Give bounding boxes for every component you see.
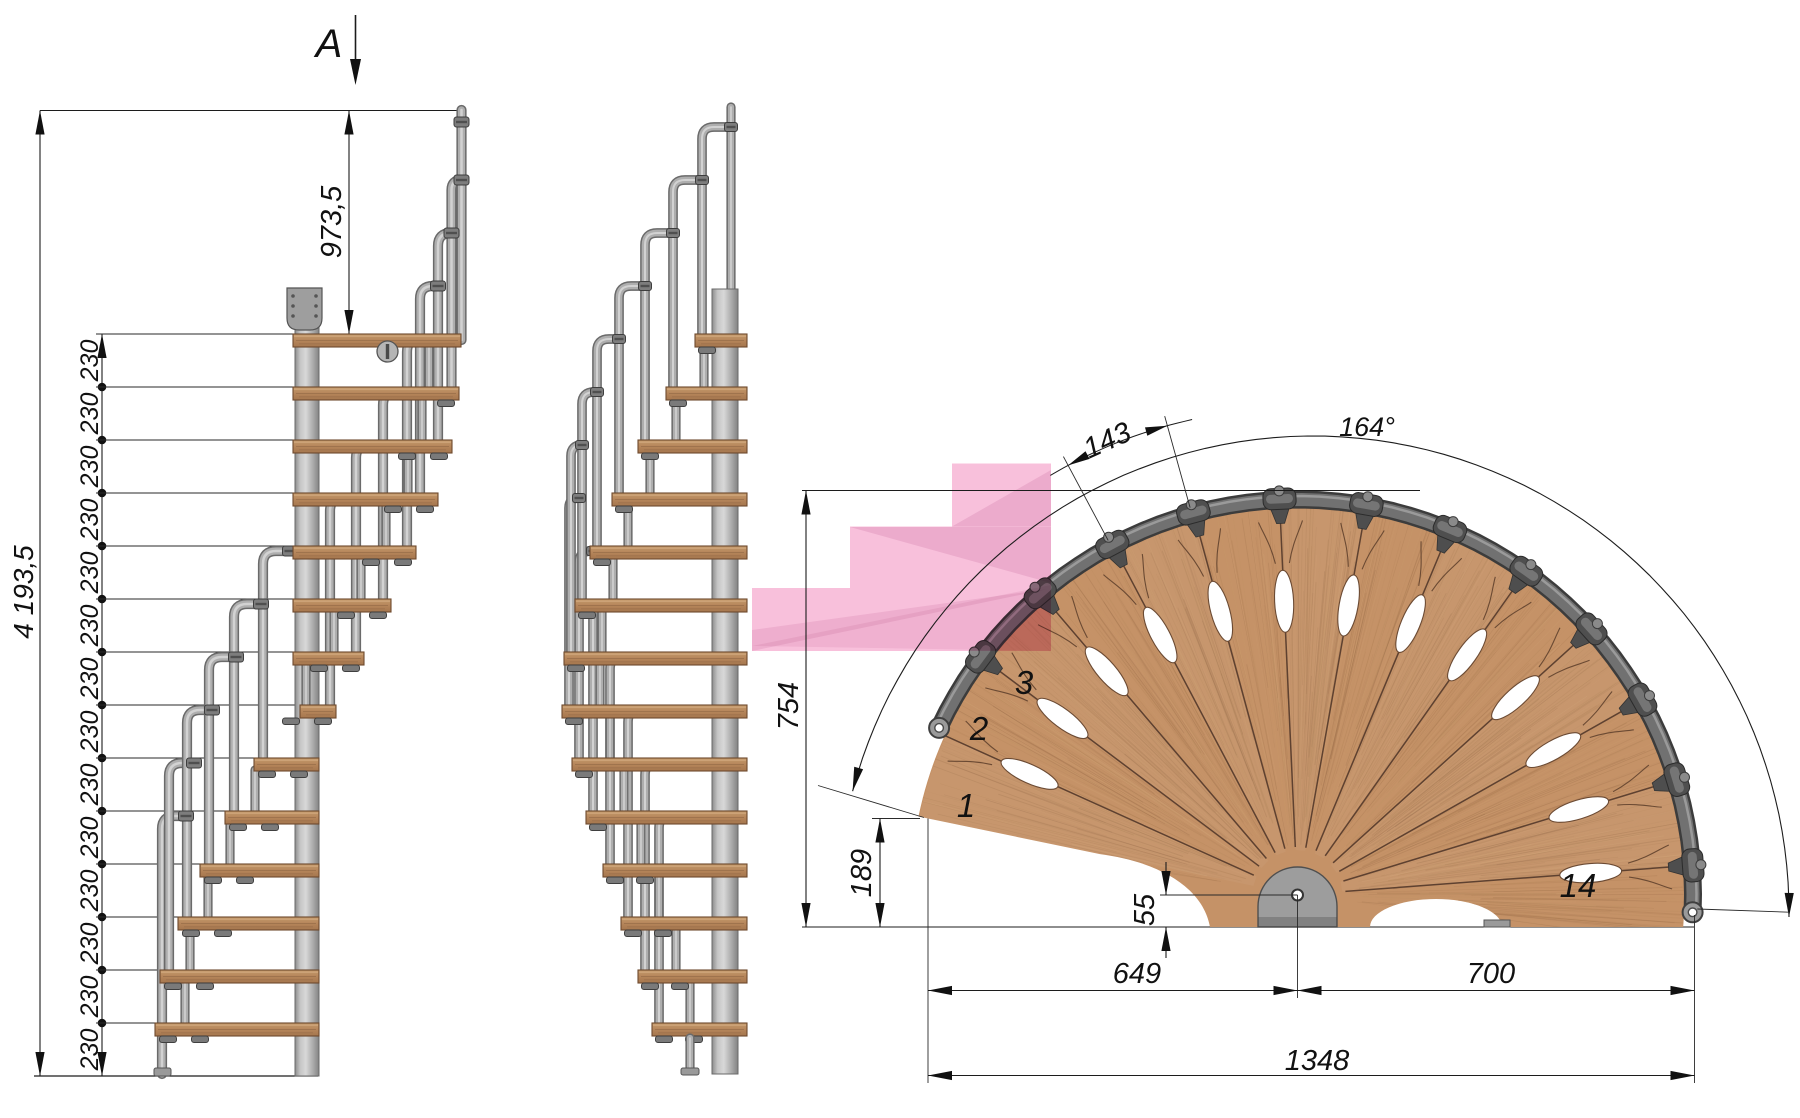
svg-text:14: 14 xyxy=(1560,867,1597,904)
svg-text:230: 230 xyxy=(76,552,104,595)
svg-text:230: 230 xyxy=(76,658,104,701)
svg-text:230: 230 xyxy=(76,1029,104,1072)
svg-text:2: 2 xyxy=(969,710,988,747)
svg-text:649: 649 xyxy=(1113,958,1161,990)
svg-text:973,5: 973,5 xyxy=(316,185,348,258)
svg-text:230: 230 xyxy=(76,923,104,966)
svg-text:754: 754 xyxy=(773,682,805,730)
svg-text:230: 230 xyxy=(76,446,104,489)
svg-text:230: 230 xyxy=(76,817,104,860)
svg-text:164°: 164° xyxy=(1339,412,1395,442)
svg-text:4 193,5: 4 193,5 xyxy=(8,545,39,639)
svg-text:230: 230 xyxy=(76,976,104,1019)
svg-text:230: 230 xyxy=(76,870,104,913)
svg-text:230: 230 xyxy=(76,393,104,436)
svg-text:230: 230 xyxy=(76,340,104,383)
svg-text:1: 1 xyxy=(957,787,975,824)
svg-text:230: 230 xyxy=(76,711,104,754)
svg-text:230: 230 xyxy=(76,499,104,542)
svg-text:700: 700 xyxy=(1467,958,1515,990)
svg-text:A: A xyxy=(314,22,343,66)
svg-text:3: 3 xyxy=(1015,664,1034,701)
svg-text:55: 55 xyxy=(1129,893,1161,926)
svg-text:230: 230 xyxy=(76,605,104,648)
svg-text:1348: 1348 xyxy=(1285,1045,1350,1077)
svg-text:230: 230 xyxy=(76,764,104,807)
svg-text:189: 189 xyxy=(846,849,878,897)
